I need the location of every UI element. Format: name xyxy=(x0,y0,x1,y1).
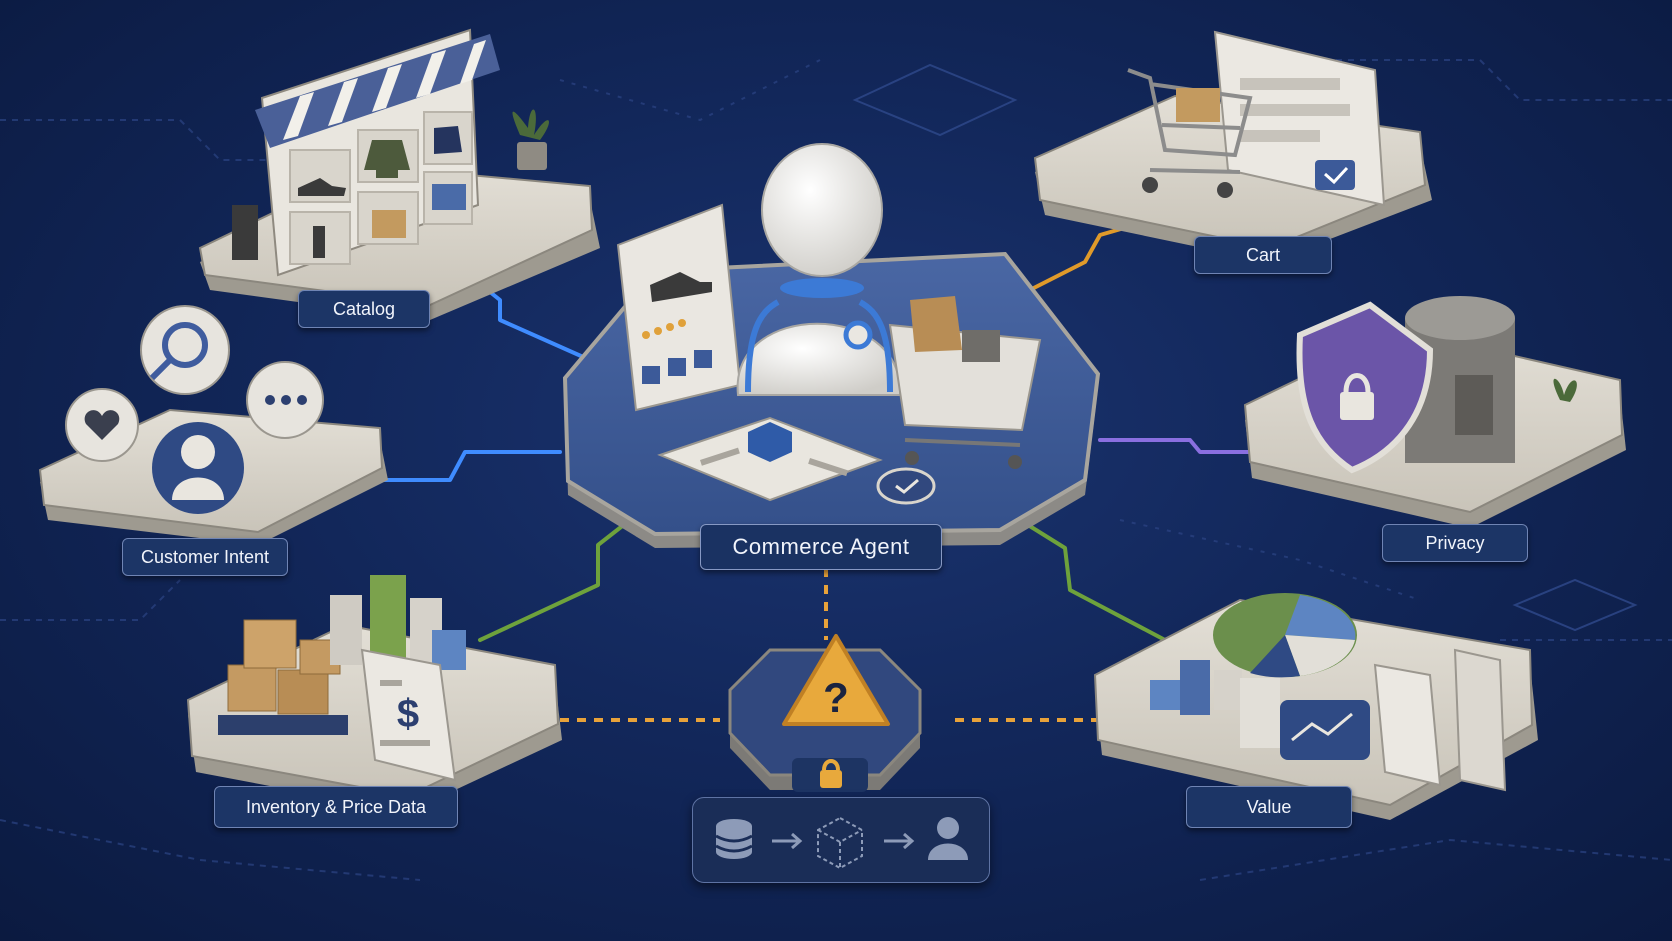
confirm-badge-icon xyxy=(876,467,936,505)
pie-chart-icon xyxy=(1213,593,1357,678)
background-chip-outline xyxy=(852,63,1638,632)
checkmark-button-icon xyxy=(1315,160,1355,190)
product-review-card-icon xyxy=(616,203,742,412)
value-node xyxy=(1093,593,1538,820)
commerce-agent-label: Commerce Agent xyxy=(700,524,942,570)
customer-avatar-icon xyxy=(152,422,244,514)
bag-icon xyxy=(434,126,462,154)
shopping-cart-icon xyxy=(1127,68,1253,174)
search-bubble-icon xyxy=(140,305,230,395)
box-icon xyxy=(372,210,406,238)
cart-node xyxy=(1033,30,1432,262)
shield-lock-icon xyxy=(1296,301,1434,474)
cart-label: Cart xyxy=(1194,236,1332,274)
question-mark: ? xyxy=(823,674,849,721)
box-icon xyxy=(432,184,466,210)
catalog-label: Catalog xyxy=(298,290,430,328)
report-documents-icon xyxy=(1373,648,1507,792)
jacket-icon xyxy=(364,140,410,178)
warning-node: ? xyxy=(728,634,922,792)
catalog-node xyxy=(198,28,600,320)
bar-blocks-icon xyxy=(1150,660,1280,748)
privacy-node xyxy=(1243,296,1626,528)
link-value xyxy=(1018,518,1167,642)
bottle-icon xyxy=(313,226,325,258)
bar-chart-icon xyxy=(330,575,466,673)
value-label: Value xyxy=(1186,786,1352,828)
agent-robot-icon xyxy=(736,143,902,396)
dollar-sign: $ xyxy=(397,692,419,736)
lock-icon xyxy=(820,759,842,788)
link-inventory xyxy=(478,518,632,642)
heart-bubble-icon xyxy=(65,388,139,462)
basket-cart-icon xyxy=(888,296,1042,469)
price-tag-icon: $ xyxy=(360,648,457,782)
dashed-connectors xyxy=(560,568,1100,722)
data-flow-box xyxy=(692,797,990,883)
inventory-price-data-label: Inventory & Price Data xyxy=(214,786,458,828)
link-cart xyxy=(1018,220,1147,297)
shoe-icon xyxy=(298,178,346,196)
inventory-node: $ xyxy=(186,575,562,812)
commerce-agent-node xyxy=(562,143,1101,548)
dashboard-tablet-icon xyxy=(657,416,883,502)
privacy-label: Privacy xyxy=(1382,524,1528,562)
customer-intent-label: Customer Intent xyxy=(122,538,288,576)
connectors xyxy=(373,220,1252,642)
plant-icon xyxy=(512,109,549,140)
boxes-icon xyxy=(218,619,348,735)
trend-line-card-icon xyxy=(1280,700,1370,760)
link-privacy xyxy=(1098,438,1252,454)
chat-bubble-icon xyxy=(246,361,324,439)
customer-intent-node xyxy=(38,305,388,545)
link-customer-intent xyxy=(373,450,562,482)
warning-icon xyxy=(782,634,890,726)
